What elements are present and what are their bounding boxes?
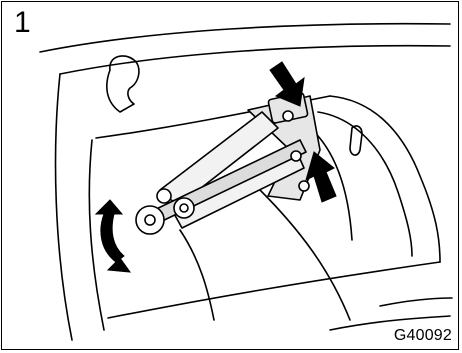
figure-code: G40092	[394, 327, 452, 345]
jack-pivot-left-inner	[180, 204, 188, 212]
left-pillar-outer	[56, 74, 72, 340]
jack-pivot-low	[299, 181, 309, 191]
jack-pivot-top	[283, 111, 293, 121]
rotate-arrow-icon	[96, 200, 130, 272]
jack-pivot-left-2	[157, 189, 171, 203]
right-panel-line-2	[180, 230, 214, 320]
compartment-right-wall	[330, 96, 440, 262]
floor-line-2	[380, 298, 452, 306]
body-panel-top-line	[40, 24, 450, 52]
jack-screw-eye-inner	[145, 215, 155, 225]
compartment-bottom-edge	[108, 262, 440, 318]
body-panel-top-line-2	[60, 46, 450, 74]
right-panel-line	[260, 190, 350, 320]
jack-illustration	[136, 93, 320, 234]
jack-pivot-mid	[291, 151, 301, 161]
step-number: 1	[14, 8, 31, 38]
wall-slot	[350, 126, 362, 155]
compartment-inner-wall	[318, 112, 412, 256]
